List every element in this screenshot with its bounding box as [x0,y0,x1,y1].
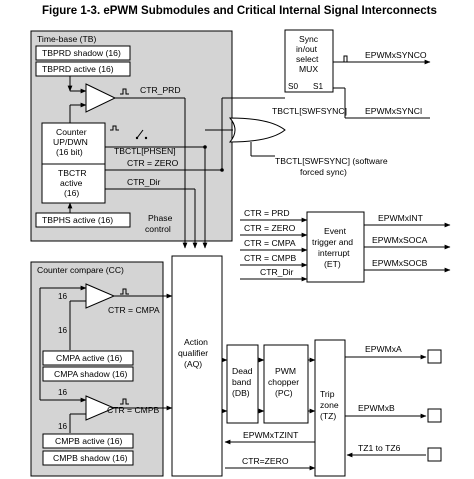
epwm-synci-label: EPWMxSYNCI [365,106,422,116]
aq-label-2: qualifier [178,348,208,358]
sync-label-1: Sync [299,34,319,44]
tbctr-label-2: active [60,178,83,188]
cmpa-active-label: CMPA active (16) [56,353,122,363]
tbctl-swfsync-label: TBCTL[SWFSYNC] [272,106,347,116]
sync-mux-block [284,29,334,93]
tbprd-active-label: TBPRD active (16) [42,64,114,74]
pc-label-2: chopper [268,377,299,387]
tz-inputs-pin [427,447,442,462]
epwm-tzint-label: EPWMxTZINT [243,430,299,440]
cmpa-shadow-block [42,366,134,382]
ctr-cmpa-label: CTR = CMPA [108,305,160,315]
action-qualifier-block [171,255,223,477]
cmpb-active-label: CMPB active (16) [55,436,122,446]
timebase-region-label: Time-base (TB) [37,34,97,44]
cmpb-shadow-label: CMPB shadow (16) [53,453,128,463]
et-label-2: trigger and [312,237,353,247]
epwm-soca-label: EPWMxSOCA [372,235,428,245]
epwm-synco-label: EPWMxSYNCO [365,50,427,60]
cmpb-bus-label-1: 16 [58,388,68,397]
tz-inputs-label: TZ1 to TZ6 [358,443,401,453]
db-label-2: band [232,377,251,387]
counter-compare-region-label: Counter compare (CC) [37,265,124,275]
epwm-a-label: EPWMxA [365,344,402,354]
pc-label-3: (PC) [275,388,293,398]
et-label-3: interrupt [318,248,350,258]
tbphs-active-block [35,212,131,228]
et-in-cmpb-label: CTR = CMPB [244,253,297,263]
dead-band-block [226,344,259,424]
cmpa-bus-label-1: 16 [58,292,68,301]
epwm-b-pin [427,408,442,423]
tbprd-shadow-label: TBPRD shadow (16) [42,48,121,58]
event-trigger-block [306,211,365,283]
tbctl-swfsync-note-1: TBCTL[SWFSYNC] (software [275,156,388,166]
counter-label-2: UP/DWN [53,137,88,147]
tbprd-active-block [35,61,131,77]
ctr-dir-label: CTR_Dir [127,177,161,187]
pc-label-1: PWM [275,366,296,376]
tbctr-label-3: (16) [64,188,79,198]
tbprd-shadow-block [35,45,131,61]
cmpa-shadow-label: CMPA shadow (16) [54,369,128,379]
ctr-prd-comparator [85,83,117,113]
tbctl-phsen-label: TBCTL[PHSEN] [114,146,176,156]
ctr-zero-label: CTR = ZERO [127,158,179,168]
counter-label-3: (16 bit) [56,147,83,157]
et-label-4: (ET) [324,259,341,269]
phsen-switch-icon [136,129,144,139]
tbctr-label-1: TBCTR [58,168,87,178]
sync-s0-label: S0 [288,82,298,91]
et-label-1: Event [324,226,347,236]
aq-label-1: Action [184,337,208,347]
phase-control-label-1: Phase [148,213,173,223]
ctr-cmpb-label: CTR = CMPB [107,405,160,415]
epwm-int-label: EPWMxINT [378,213,424,223]
ctr-prd-pulse-icon [120,88,129,95]
tz-label-1: Trip [320,389,335,399]
pwm-chopper-block [263,344,309,424]
epwm-b-label: EPWMxB [358,403,395,413]
epwm-a-pin [427,349,442,364]
counter-block [41,122,106,204]
cmpa-comparator [85,283,116,309]
epwm-socb-label: EPWMxSOCB [372,258,428,268]
tbphs-active-label: TBPHS active (16) [42,215,113,225]
sync-or-gate [228,117,286,143]
tz-label-2: zone [320,400,339,410]
ctr-zero-tz-label: CTR=ZERO [242,456,289,466]
trip-zone-block [314,339,346,477]
sync-label-2: in/out [296,44,318,54]
cmpa-bus-label-2: 16 [58,326,68,335]
sync-s1-label: S1 [313,82,323,91]
tz-label-3: (TZ) [320,411,336,421]
db-label-1: Dead [232,366,253,376]
cmpb-pulse-icon [120,398,129,405]
tbctl-swfsync-note-2: forced sync) [300,167,347,177]
phase-control-label-2: control [145,224,171,234]
et-in-zero-label: CTR = ZERO [244,223,296,233]
sync-label-4: MUX [299,64,318,74]
cmpb-comparator [85,395,116,421]
cmpb-shadow-block [42,450,134,466]
cmpa-pulse-icon [120,288,129,295]
cmpb-active-block [42,433,134,449]
db-label-3: (DB) [232,388,250,398]
ctr-prd-label: CTR_PRD [140,85,181,95]
synco-pulse-icon [340,55,348,63]
counter-sync-pulse-icon [110,125,119,131]
sync-label-3: select [296,54,319,64]
et-in-dir-label: CTR_Dir [260,267,294,277]
aq-label-3: (AQ) [184,359,202,369]
counter-label-1: Counter [56,127,87,137]
cmpa-active-block [42,350,134,366]
et-in-cmpa-label: CTR = CMPA [244,238,296,248]
et-in-prd-label: CTR = PRD [244,208,290,218]
cmpb-bus-label-2: 16 [58,422,68,431]
figure-title: Figure 1-3. ePWM Submodules and Critical… [42,5,437,17]
